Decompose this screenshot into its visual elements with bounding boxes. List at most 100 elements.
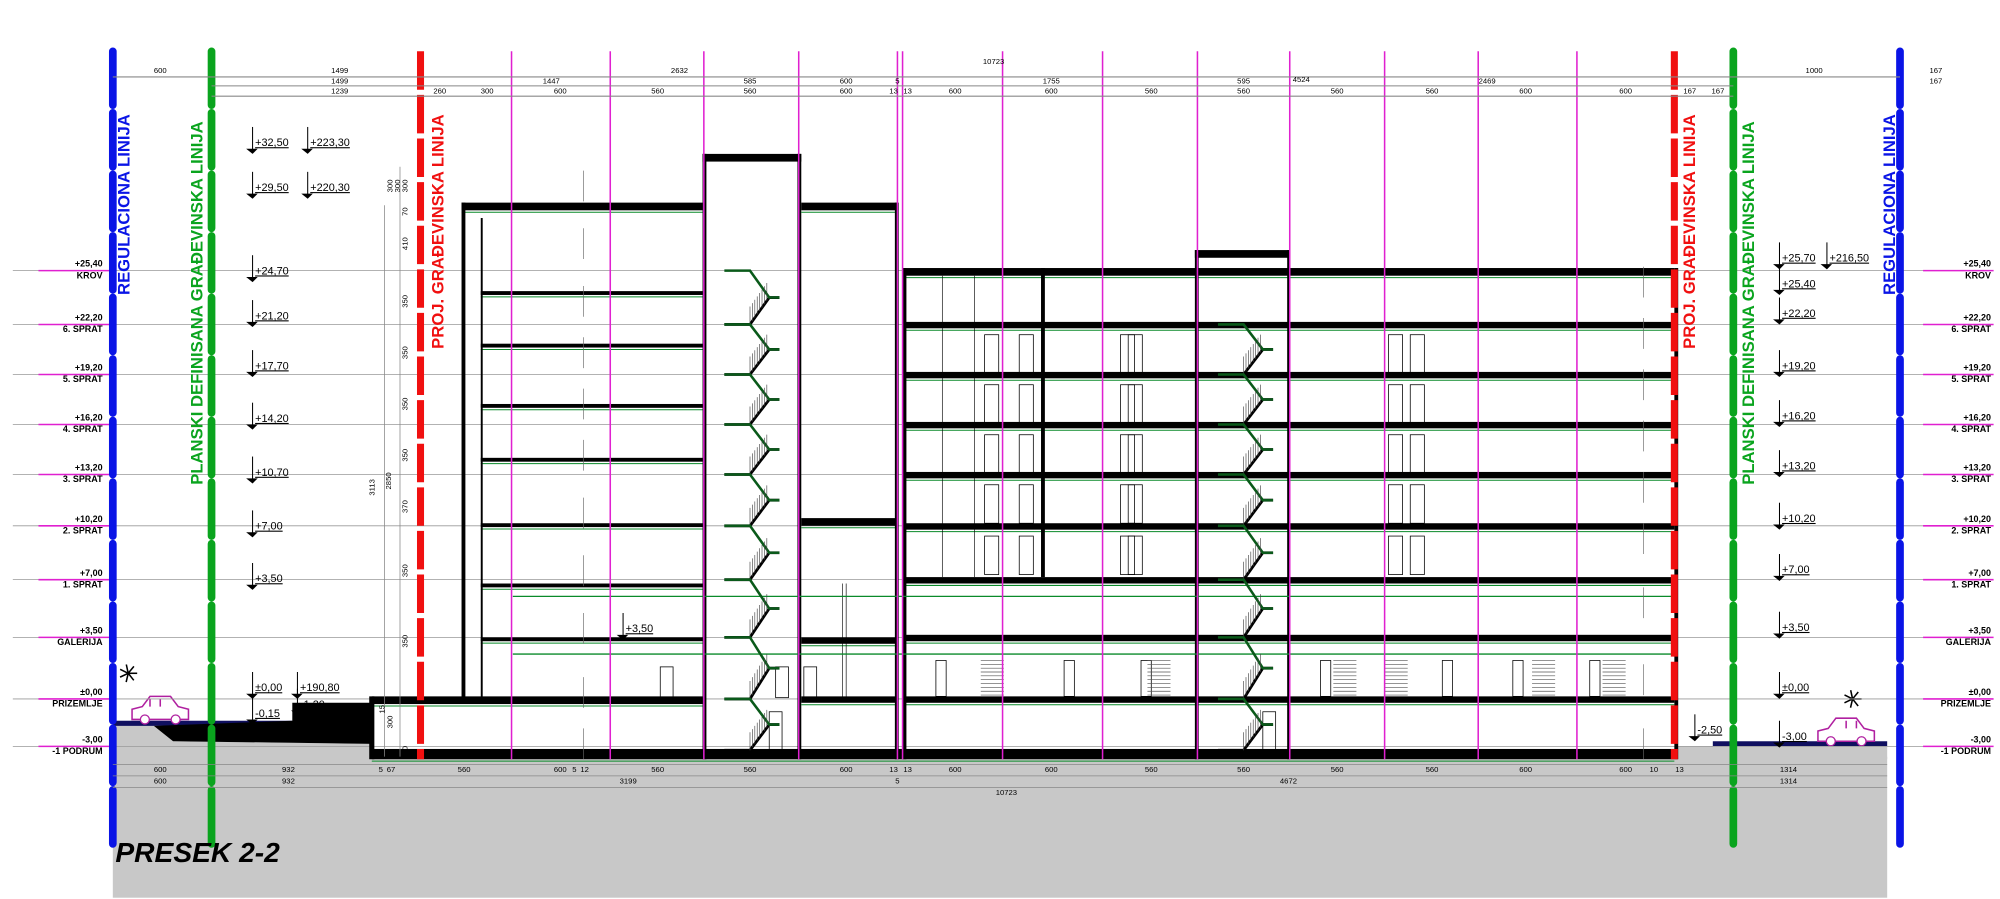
- dimension-text: 5: [572, 765, 576, 774]
- floor-slab: [480, 343, 703, 348]
- stair-flight: [724, 524, 780, 555]
- car-wheel: [1856, 736, 1867, 747]
- door: [984, 334, 1000, 374]
- building-section: [369, 153, 1679, 762]
- dimension-text: 167: [1929, 66, 1942, 75]
- floor-slab: [801, 696, 898, 703]
- tree-branch: [1849, 689, 1854, 700]
- planned-label-left: PLANSKI DEFINISANA GRAĐEVINSKA LINIJA: [188, 121, 207, 484]
- door: [1388, 334, 1403, 374]
- dimension-text: 600: [154, 765, 167, 774]
- floor-slab: [801, 518, 898, 526]
- vertical-dimension-text: 2850: [384, 472, 393, 489]
- elevation-mark-right: +19,20: [1782, 360, 1816, 372]
- tree-branch: [1849, 698, 1854, 708]
- projected-label-left: PROJ. GRAĐEVINSKA LINIJA: [429, 114, 448, 349]
- door: [1512, 660, 1524, 697]
- dimension-text: 10723: [983, 57, 1004, 66]
- wall: [461, 202, 466, 699]
- stair-flight: [1217, 666, 1274, 701]
- door: [1320, 660, 1332, 697]
- level-elevation-right: +7,00: [1968, 568, 1991, 578]
- level-name-left: 3. SPRAT: [63, 474, 103, 484]
- elevation-mark-right: +25,70: [1782, 253, 1816, 265]
- door: [1409, 484, 1425, 524]
- ground-left: [112, 724, 372, 760]
- elevation-mark-left: +21,20: [255, 310, 289, 322]
- dimension-text: 932: [282, 765, 295, 774]
- door: [1018, 334, 1034, 374]
- level-elevation-right: +22,20: [1963, 313, 1991, 323]
- elevation-mark-left: +7,00: [255, 521, 283, 533]
- stair-flight: [1217, 473, 1274, 502]
- projected-label-right: PROJ. GRAĐEVINSKA LINIJA: [1680, 114, 1699, 349]
- door: [935, 660, 947, 697]
- elevation-marker-triangle: [1773, 264, 1785, 270]
- door: [1120, 535, 1136, 575]
- elevation-marker-triangle: [246, 371, 258, 378]
- tree-branch: [119, 668, 129, 674]
- elevation-mark-left: +17,70: [255, 360, 289, 372]
- elevation-mark-left: +10,70: [255, 467, 289, 479]
- elevation-mark-right: +10,20: [1782, 513, 1816, 525]
- level-elevation-left: +7,00: [80, 568, 103, 578]
- level-name-left: KROV: [77, 270, 103, 280]
- stair-flight: [1217, 697, 1274, 726]
- stair-flight: [724, 448, 780, 476]
- elevation-mark-right: +216,50: [1829, 253, 1869, 265]
- elevation-marker-triangle: [301, 193, 313, 199]
- level-name-left: -1 PODRUM: [52, 746, 102, 756]
- elevation-marker-triangle: [301, 148, 313, 154]
- door: [1262, 711, 1277, 751]
- level-elevation-right: -3,00: [1971, 735, 1991, 745]
- dimension-text: 600: [949, 765, 962, 774]
- floor-slab: [480, 457, 703, 462]
- door: [1018, 384, 1034, 424]
- elevation-mark-right: +25,40: [1782, 278, 1816, 290]
- dimension-text: 300: [481, 87, 494, 96]
- elevation-marker-triangle: [246, 532, 258, 538]
- elevation-mark-right: +3,50: [1782, 622, 1810, 634]
- roof-slab: [461, 202, 703, 211]
- dimension-text: 13: [889, 87, 898, 96]
- ground-right: [1674, 746, 1888, 760]
- vertical-dimension-text: 300: [393, 180, 402, 193]
- level-name-left: 2. SPRAT: [63, 525, 103, 535]
- elevation-marker-triangle: [246, 478, 258, 484]
- door: [984, 535, 1000, 575]
- elevation-marker-triangle: [291, 710, 303, 716]
- door: [1120, 334, 1136, 374]
- door: [1120, 434, 1136, 474]
- ground-fill: [112, 756, 1888, 898]
- stair-flight: [724, 296, 780, 326]
- level-elevation-left: +10,20: [75, 514, 103, 524]
- dimension-text: 13: [889, 765, 898, 774]
- elevation-mark-left: +14,20: [255, 413, 289, 425]
- floor-slab: [480, 523, 703, 528]
- car-wheel: [170, 714, 181, 725]
- dimension-text: 13: [903, 87, 912, 96]
- dimension-text: 560: [1145, 87, 1158, 96]
- door: [768, 711, 783, 751]
- stair-flight: [724, 607, 780, 639]
- dimension-text: 600: [1045, 765, 1058, 774]
- level-name-left: 1. SPRAT: [63, 579, 103, 589]
- car-icon: [1817, 717, 1876, 747]
- door: [1127, 535, 1143, 575]
- stair-core-roof: [1194, 250, 1290, 258]
- elevation-marker-triangle: [1773, 742, 1785, 748]
- door: [1018, 434, 1034, 474]
- dimension-text: 600: [840, 76, 853, 85]
- vertical-dimension-text: 350: [401, 295, 410, 308]
- dimension-text: 1447: [543, 76, 560, 85]
- elevation-marker-triangle: [246, 719, 258, 725]
- stair-core-wall: [1287, 250, 1290, 760]
- level-name-right: 4. SPRAT: [1951, 424, 1991, 434]
- dimension-text: 67: [387, 765, 396, 774]
- dimension-text: 13: [1675, 765, 1684, 774]
- elevation-marker-triangle: [246, 424, 258, 430]
- car-outline: [1817, 717, 1876, 743]
- vertical-dimension-text: 300: [385, 716, 394, 729]
